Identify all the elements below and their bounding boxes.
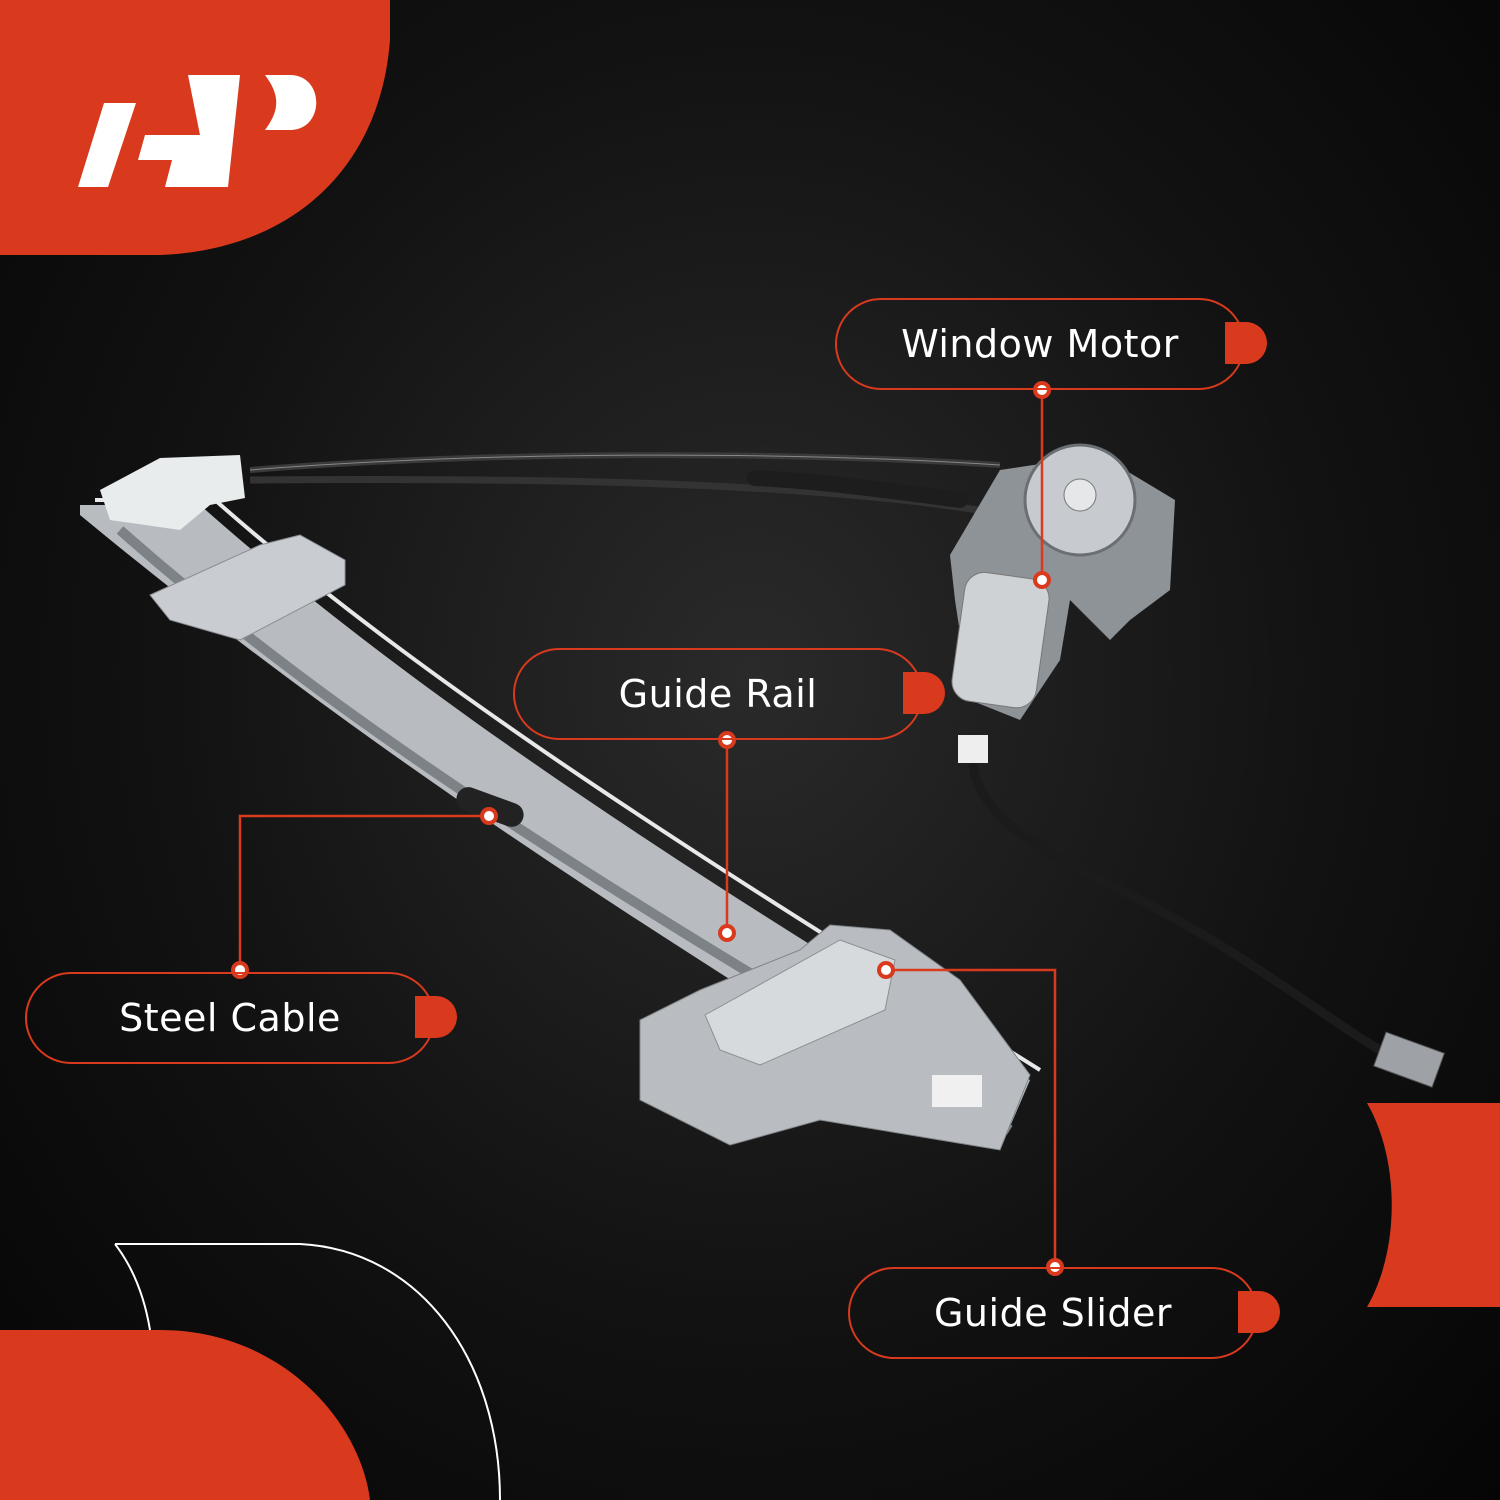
- decorative-arc-inner: [114, 1243, 151, 1331]
- brand-logo: [78, 75, 317, 187]
- callout-label: Window Motor: [901, 322, 1179, 366]
- callout-cap: [415, 996, 457, 1038]
- callout-leaders: [238, 390, 1057, 1267]
- callout-cap: [903, 672, 945, 714]
- callout-dots: [231, 381, 1064, 1276]
- callout-steel-cable: Steel Cable: [25, 972, 457, 1064]
- corner-shape-bottom-left: [0, 1330, 370, 1500]
- callout-cap: [1225, 322, 1267, 364]
- callout-label: Guide Slider: [933, 1291, 1173, 1335]
- callout-label: Guide Rail: [618, 672, 818, 716]
- corner-shape-top-left: [0, 0, 390, 255]
- callout-cap: [1238, 1291, 1280, 1333]
- callout-window-motor: Window Motor: [835, 298, 1267, 390]
- decorative-arc: [115, 1243, 501, 1500]
- callout-guide-slider: Guide Slider: [848, 1267, 1280, 1359]
- callout-guide-rail: Guide Rail: [513, 648, 945, 740]
- side-shape-right: [1367, 1103, 1500, 1307]
- callout-label: Steel Cable: [119, 996, 341, 1040]
- window-regulator-product: [80, 443, 1445, 1151]
